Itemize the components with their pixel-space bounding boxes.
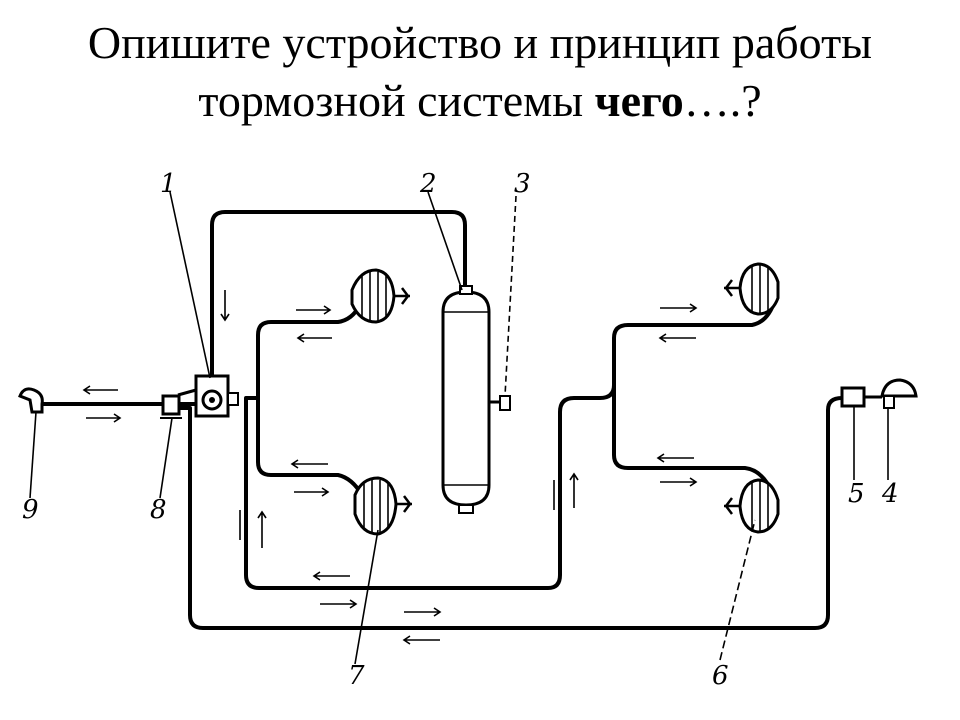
brake-chamber-rear-lower [724,478,780,534]
pipe-valve-to-rear [244,383,616,590]
brake-chamber-front-upper [350,268,410,324]
page-title: Опишите устройство и принцип работы торм… [0,14,960,130]
disconnect-valve [160,394,182,419]
connecting-head-right [880,378,918,409]
brake-chamber-front-lower [353,476,412,536]
pipe-front-upper-chamber [256,303,362,400]
pipe-compressor-to-receiver [210,210,467,382]
label-5: 5 [848,479,865,509]
pipe-rear-upper-chamber [612,298,777,387]
label-1: 1 [160,169,177,199]
pipe-trailer-line [168,396,844,630]
brake-chamber-rear-upper [724,262,780,316]
label-6: 6 [712,661,729,691]
connecting-head-left [18,387,44,414]
flow-arrows [82,290,698,645]
brake-valve-unit [177,374,239,418]
pipe-rear-lower-chamber [612,383,774,494]
label-8: 8 [150,495,167,525]
drain-valve [489,395,511,411]
title-line-2-end: ….? [683,75,762,126]
label-7: 7 [348,661,365,691]
label-9: 9 [22,495,39,525]
title-line-2-start: тормозной системы [198,75,595,126]
disconnect-valve-right [840,386,882,408]
label-3: 3 [514,169,531,199]
title-line-2: тормозной системы чего….? [0,72,960,130]
pipe-front-lower-chamber [256,396,364,497]
leader-lines [29,191,889,665]
label-4: 4 [881,479,899,509]
label-2: 2 [419,169,437,199]
title-line-1: Опишите устройство и принцип работы [87,17,873,68]
title-line-2-bold: чего [594,75,684,126]
air-receiver [441,285,491,514]
